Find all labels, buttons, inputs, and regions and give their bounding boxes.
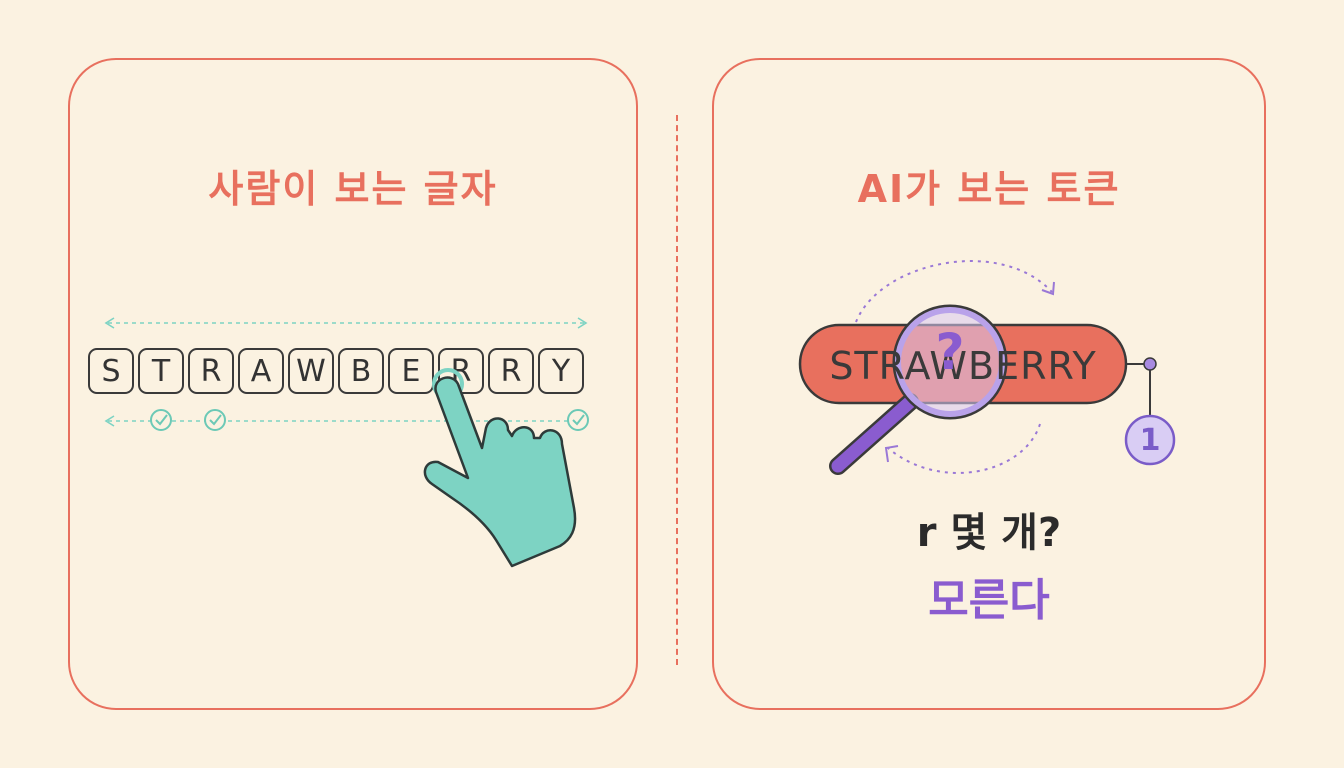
letter-box: T <box>138 348 184 394</box>
pointing-hand-icon <box>423 368 577 568</box>
check-icon <box>204 409 226 431</box>
letter-box: E <box>388 348 434 394</box>
letter-box: R <box>488 348 534 394</box>
count-badge <box>1124 414 1176 466</box>
count-connector <box>1126 363 1151 418</box>
token-count: 1 <box>1139 422 1161 458</box>
ai-view-title: AI가 보는 토큰 <box>857 167 1121 211</box>
letter-box: R <box>188 348 234 394</box>
question-label: r 몇 개? <box>916 510 1062 556</box>
answer-label: 모른다 <box>928 575 1050 626</box>
letter-box: B <box>338 348 384 394</box>
check-icon <box>567 409 589 431</box>
letter-box: A <box>238 348 284 394</box>
magnifier-icon <box>829 304 1008 475</box>
token-label: STRAWBERRY <box>829 344 1097 388</box>
human-view-title: 사람이 보는 글자 <box>208 167 498 211</box>
connector-dot <box>1143 357 1157 371</box>
span-arrow-top <box>104 317 588 329</box>
letter-box: S <box>88 348 134 394</box>
letter-box: Y <box>538 348 584 394</box>
arrow-heads <box>884 281 1055 463</box>
check-icon <box>150 409 172 431</box>
cycle-arrows <box>855 260 1053 474</box>
panel-divider <box>676 115 678 665</box>
letter-box: W <box>288 348 334 394</box>
question-mark-icon: ? <box>935 323 965 381</box>
